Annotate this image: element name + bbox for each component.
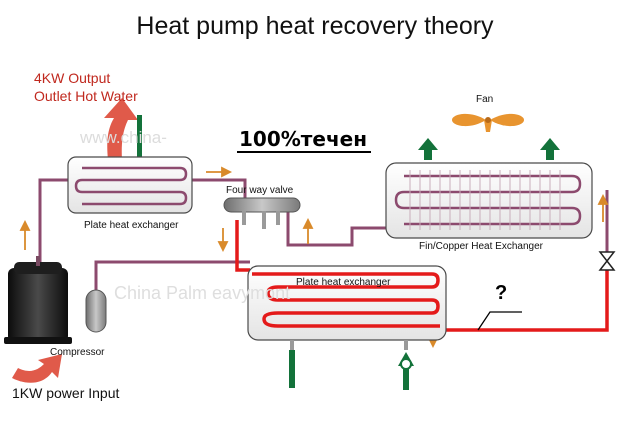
plate-heat-exchanger-top-label: Plate heat exchanger bbox=[84, 220, 179, 231]
watermark-bottom: China Palm eavymont bbox=[114, 283, 291, 303]
compressor-label: Compressor bbox=[50, 347, 105, 358]
question-mark-label: ? bbox=[495, 282, 508, 304]
plate-heat-exchanger-top bbox=[67, 156, 193, 214]
power-input-label: 1KW power Input bbox=[12, 385, 120, 401]
diagram-title: Heat pump heat recovery theory bbox=[136, 12, 494, 40]
red-refrigerant-piping bbox=[235, 220, 609, 332]
fan-label: Fan bbox=[476, 94, 494, 105]
air-flow-arrows bbox=[418, 138, 560, 160]
output-label-line2: Outlet Hot Water bbox=[34, 88, 138, 104]
fan-icon bbox=[452, 113, 524, 132]
four-way-valve bbox=[223, 197, 301, 229]
four-way-valve-label: Four way valve bbox=[226, 185, 294, 196]
output-label-line1: 4KW Output bbox=[34, 70, 111, 86]
expansion-valve bbox=[598, 251, 616, 271]
compressor-icon bbox=[4, 256, 72, 344]
water-pipes-bottom bbox=[289, 350, 414, 390]
accumulator bbox=[85, 289, 107, 333]
flow-percentage-label: 100%течен bbox=[237, 127, 372, 153]
fin-copper-heat-exchanger bbox=[385, 162, 593, 239]
fin-copper-label: Fin/Copper Heat Exchanger bbox=[419, 241, 543, 252]
hot-water-output-arrow bbox=[104, 98, 138, 160]
plate-heat-exchanger-bottom bbox=[247, 265, 447, 350]
power-input-arrow bbox=[12, 354, 62, 383]
refrigerant-piping bbox=[38, 178, 609, 290]
question-pointer-line bbox=[477, 311, 522, 331]
water-inlet-pipe bbox=[137, 115, 142, 160]
plate-heat-exchanger-bottom-label: Plate heat exchanger bbox=[296, 277, 391, 288]
watermark-top: www.china- bbox=[80, 128, 167, 147]
